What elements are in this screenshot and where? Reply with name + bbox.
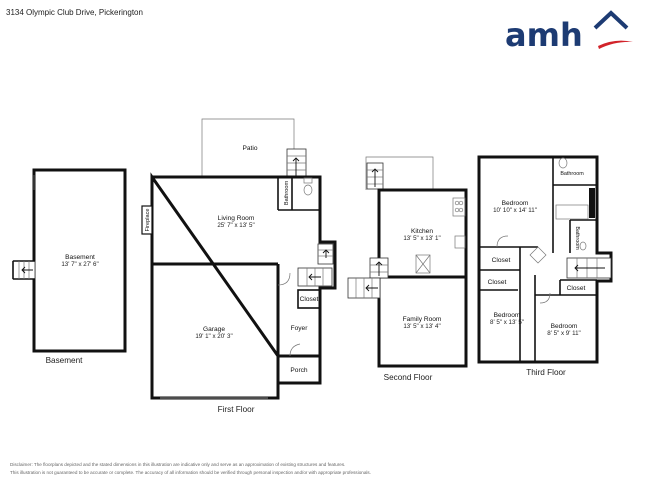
basement-plan: Basement 13' 7" x 27' 6" Basement	[12, 168, 127, 365]
first-floor-label: First Floor	[218, 405, 255, 414]
logo-swoosh-icon	[598, 40, 633, 49]
bedroom-1-label: Bedroom	[502, 200, 529, 207]
disclaimer-line-1: Disclaimer: The floorplans depicted and …	[10, 462, 346, 467]
patio-label: Patio	[242, 145, 257, 152]
closet-4-label: Closet	[567, 285, 586, 292]
bedroom-3-dim: 8' 5" x 9' 11"	[547, 330, 580, 337]
second-floor-plan: Kitchen 13' 5" x 13' 1" Family Room 13' …	[347, 156, 468, 382]
kitchen-dim: 13' 5" x 13' 1"	[403, 235, 440, 242]
second-floor-label: Second Floor	[384, 373, 433, 382]
logo-roof-icon	[593, 10, 629, 30]
amh-logo: amh	[505, 10, 633, 53]
logo-text: amh	[505, 16, 583, 53]
fireplace-label: Fireplace	[145, 208, 151, 231]
garage-dim: 19' 1" x 20' 3"	[195, 333, 232, 340]
bathroom-3-label: Bathroom	[574, 226, 580, 250]
third-floor-plan: Bedroom 10' 10" x 14' 11" Bathroom Bathr…	[477, 155, 613, 377]
bathroom-2-label: Bathroom	[560, 171, 584, 177]
foyer-label: Foyer	[291, 325, 309, 332]
first-floor-plan: Patio Fireplace Bathroom Closet	[141, 118, 337, 414]
bedroom-2-dim: 8' 5" x 13' 5"	[490, 319, 524, 326]
bathroom-1-label: Bathroom	[284, 181, 290, 206]
closet-3-label: Closet	[488, 279, 507, 286]
bedroom-1-dim: 10' 10" x 14' 11"	[493, 207, 537, 214]
porch-label: Porch	[290, 367, 308, 374]
family-room-dim: 13' 5" x 13' 4"	[403, 323, 440, 330]
bedroom-3-label: Bedroom	[551, 323, 578, 330]
basement-room-dim: 13' 7" x 27' 6"	[61, 261, 98, 268]
third-floor-label: Third Floor	[526, 368, 566, 377]
kitchen-label: Kitchen	[411, 228, 433, 235]
disclaimer-line-2: This illustration is not guaranteed to b…	[10, 470, 371, 475]
disclaimer: Disclaimer: The floorplans depicted and …	[10, 461, 630, 477]
basement-floor-label: Basement	[46, 356, 84, 365]
garage-label: Garage	[203, 326, 225, 333]
living-room-dim: 25' 7" x 13' 5"	[217, 222, 254, 229]
bedroom-2-label: Bedroom	[494, 312, 521, 319]
basement-room-label: Basement	[65, 254, 95, 261]
closet-1-label: Closet	[300, 296, 319, 303]
family-room-label: Family Room	[403, 316, 442, 323]
property-address: 3134 Olympic Club Drive, Pickerington	[6, 8, 143, 17]
closet-2-label: Closet	[492, 257, 511, 264]
living-room-label: Living Room	[218, 215, 255, 222]
